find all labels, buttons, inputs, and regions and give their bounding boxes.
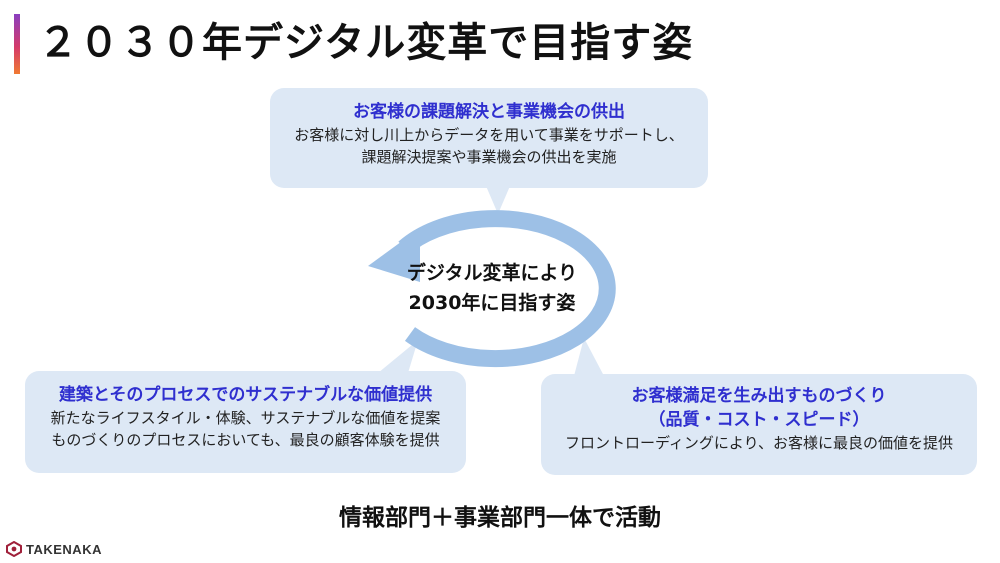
cycle-arrow-ring: [398, 210, 616, 368]
top-callout-heading: お客様の課題解決と事業機会の供出: [353, 102, 625, 122]
left-callout-box: 建築とそのプロセスでのサステナブルな価値提供 新たなライフスタイル・体験、サステ…: [25, 371, 466, 473]
top-box-pointer: [486, 186, 510, 214]
cycle-arrow-head: [368, 228, 420, 282]
right-callout-box: お客様満足を生み出すものづくり （品質・コスト・スピード） フロントローディング…: [541, 374, 977, 475]
left-box-pointer: [378, 340, 418, 373]
footer-statement: 情報部門＋事業部門一体で活動: [339, 505, 661, 531]
top-callout-line: お客様に対し川上からデータを用いて事業をサポートし、: [294, 126, 684, 144]
page-title: ２０３０年デジタル変革で目指す姿: [38, 20, 694, 66]
left-callout-line: 新たなライフスタイル・体験、サステナブルな価値を提案: [50, 409, 441, 427]
center-label: デジタル変革により 2030年に目指す姿: [388, 258, 596, 318]
right-callout-subheading: （品質・コスト・スピード）: [648, 410, 870, 430]
takenaka-logo-icon: [6, 541, 22, 557]
title-accent-bar: [14, 14, 20, 74]
center-label-line1: デジタル変革により: [406, 262, 578, 284]
right-callout-heading: お客様満足を生み出すものづくり: [631, 386, 887, 406]
top-callout-line: 課題解決提案や事業機会の供出を実施: [361, 148, 617, 166]
center-label-line2: 2030年に目指す姿: [408, 292, 576, 314]
left-callout-line: ものづくりのプロセスにおいても、最良の顧客体験を提供: [51, 431, 440, 449]
top-callout-box: お客様の課題解決と事業機会の供出 お客様に対し川上からデータを用いて事業をサポー…: [270, 88, 708, 188]
logo-text: TAKENAKA: [26, 541, 102, 557]
right-callout-line: フロントローディングにより、お客様に最良の価値を提供: [564, 434, 954, 452]
right-box-pointer: [574, 338, 604, 376]
company-logo: TAKENAKA: [6, 541, 102, 557]
left-callout-heading: 建築とそのプロセスでのサステナブルな価値提供: [58, 385, 433, 405]
